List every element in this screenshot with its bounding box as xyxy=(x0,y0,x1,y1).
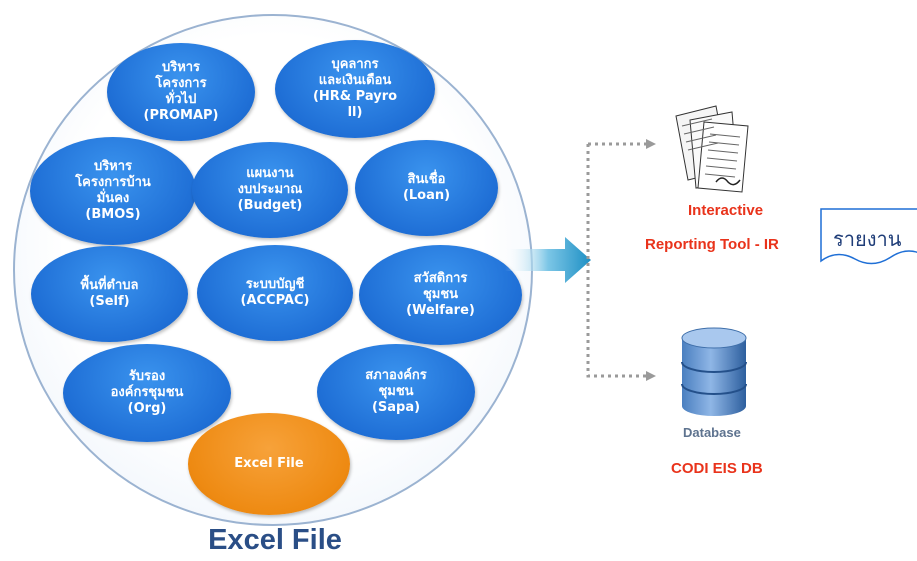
documents-icon xyxy=(675,105,749,193)
node-excel-file[interactable]: Excel File xyxy=(188,413,350,515)
node-org[interactable]: รับรอง องค์กรชุมชน (Org) xyxy=(63,344,231,442)
ir-label-line2: Reporting Tool - IR xyxy=(645,236,779,253)
arrow-right-icon xyxy=(505,237,591,283)
node-budget[interactable]: แผนงาน งบประมาณ (Budget) xyxy=(192,142,348,238)
dotted-connector-icon xyxy=(586,139,656,381)
node-accpac[interactable]: ระบบบัญชี (ACCPAC) xyxy=(197,245,353,341)
ir-label-line1: Interactive xyxy=(688,202,764,219)
circle-caption: Excel File xyxy=(208,524,342,556)
report-label: รายงาน xyxy=(833,227,902,251)
database-label: Database xyxy=(683,425,741,440)
database-icon xyxy=(681,327,747,416)
node-welfare[interactable]: สวัสดิการ ชุมชน (Welfare) xyxy=(359,245,522,345)
report-callout-box: รายงาน xyxy=(819,207,917,271)
database-name: CODI EIS DB xyxy=(671,460,763,477)
node-bmos[interactable]: บริหาร โครงการบ้าน มั่นคง (BMOS) xyxy=(30,137,196,245)
node-self[interactable]: พื้นที่ตำบล (Self) xyxy=(31,246,188,342)
node-promap[interactable]: บริหาร โครงการ ทั่วไป (PROMAP) xyxy=(107,43,255,141)
node-hr-payroll[interactable]: บุคลากร และเงินเดือน (HR& Payro ll) xyxy=(275,40,435,138)
node-sapa[interactable]: สภาองค์กร ชุมชน (Sapa) xyxy=(317,344,475,440)
node-loan[interactable]: สินเชื่อ (Loan) xyxy=(355,140,498,236)
